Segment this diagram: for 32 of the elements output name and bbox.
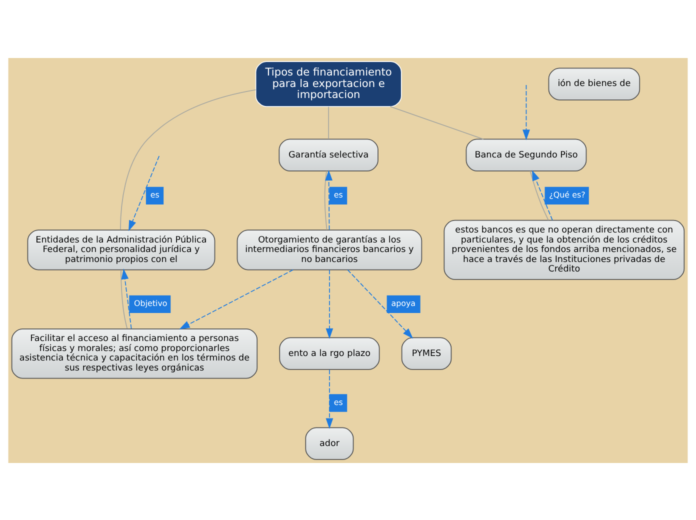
connector [324,170,328,230]
node-box: Otorgamiento de garantías a los intermediarios financieros bancarios y no bancarios [236,229,422,270]
node-box: ión de bienes de [548,67,640,100]
node-box: Banca de Segundo Piso [466,138,587,171]
connector [120,88,256,230]
node-box: Garantía selectiva [278,138,378,171]
edge-label: es [150,190,160,200]
edge-label: apoya [391,298,416,308]
edge-label: ¿Qué es? [549,190,586,200]
arrow [179,268,294,329]
edge-label: Objetivo [134,298,168,308]
arrow [326,368,334,428]
node-box: ador [305,426,354,460]
node-box: ento a la rgo plazo [279,336,380,370]
node-box: Tipos de financiamiento para la exportacion e importacion [255,60,402,106]
node-box: Facilitar el acceso al financiamiento a personas físicas y morales; así como proporcionarles asistencia técnica y capacitación en los términos de sus respectivas leyes orgánicas [11,328,258,378]
arrow [325,169,333,230]
edge-label: es [334,190,343,200]
arrow [121,268,132,329]
arrow [128,155,160,231]
edge-label: es [334,397,343,406]
node-box: estos bancos es que no operan directamente con particulares, y que la obtención de los créditos provenientes de los fondos arriba mencionados, se hace a través de las Instituciones privadas de Crédito [444,219,685,280]
node-box: Entidades de la Administración Pública Federal, con personalidad jurídica y patrimonio propios con el [27,229,216,270]
connector [390,106,484,140]
arrow [522,84,530,140]
connector [530,170,549,220]
arrow [347,269,414,338]
arrow [326,269,334,338]
node-box: PYMES [401,336,452,370]
connector [120,269,128,328]
connector [328,106,330,139]
arrow [532,170,553,220]
